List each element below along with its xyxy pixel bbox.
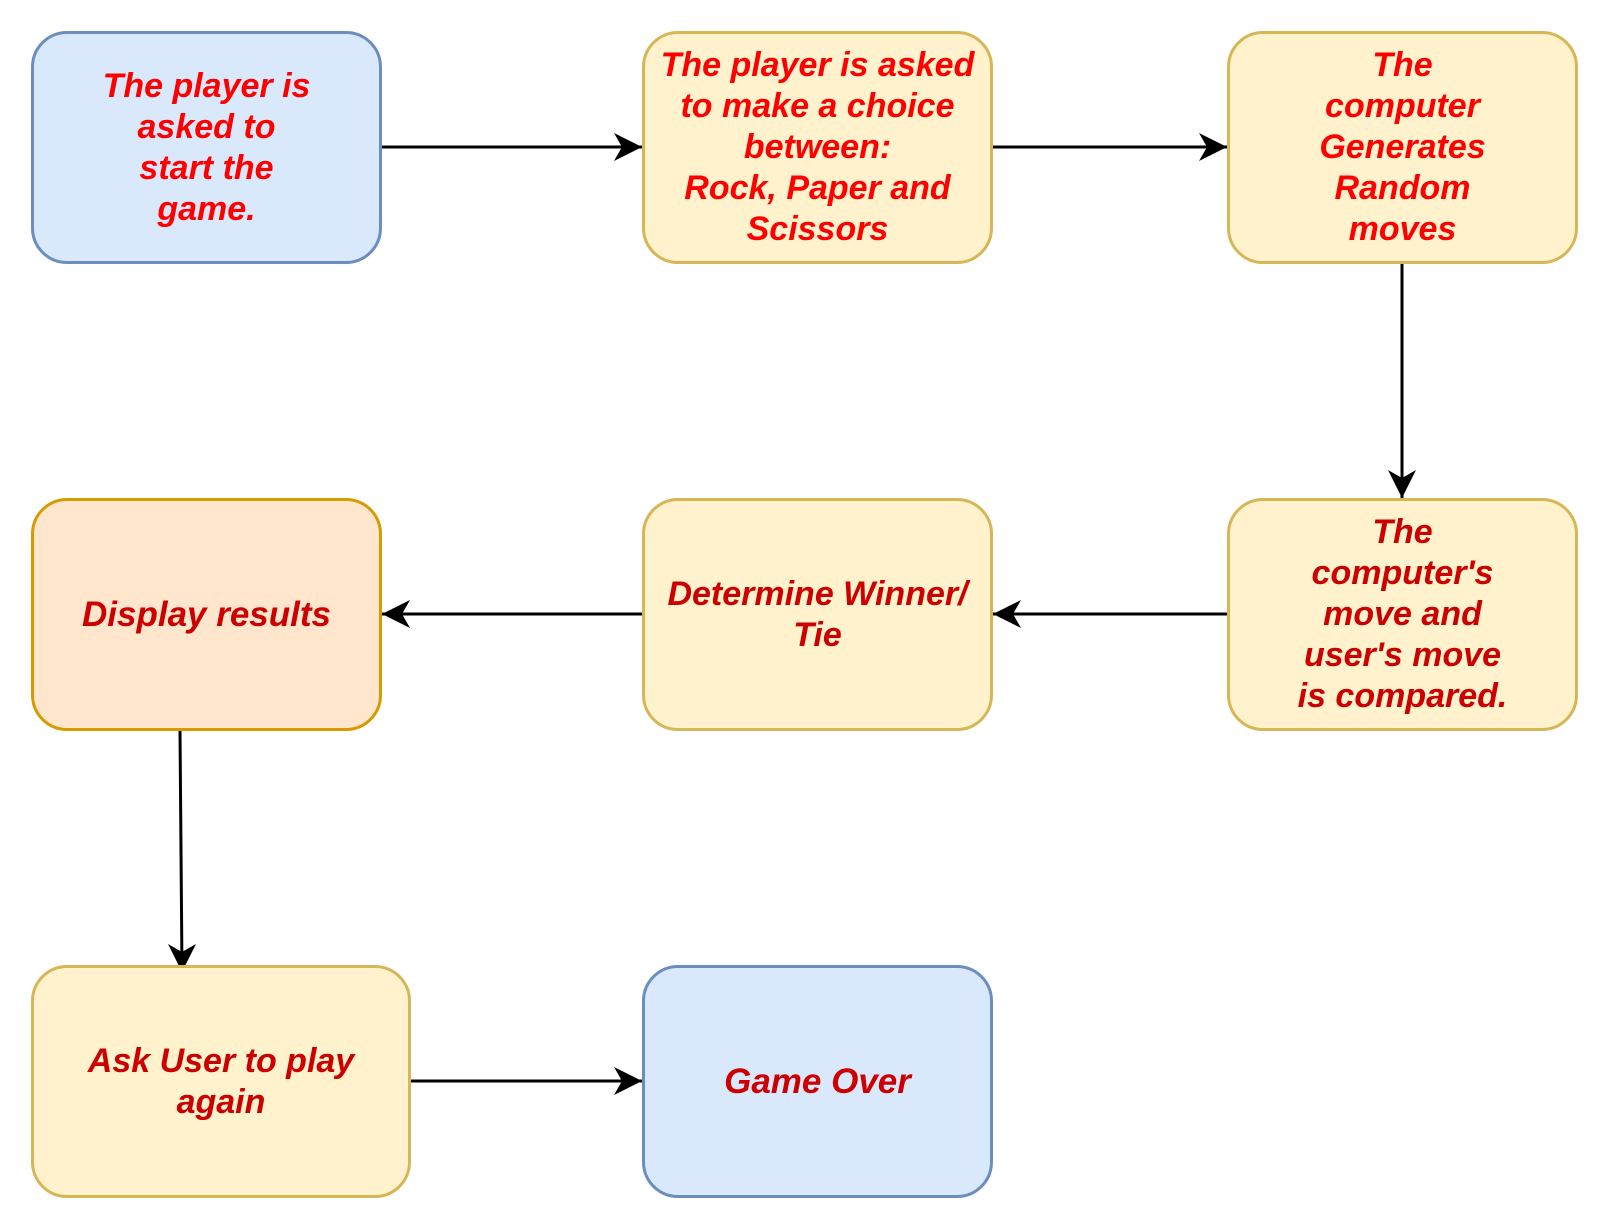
node-start-label: The player is asked to start the game. xyxy=(102,66,311,228)
node-start: The player is asked to start the game. xyxy=(31,31,382,264)
node-computer-move-label: The computer Generates Random moves xyxy=(1319,46,1486,248)
node-game-over: Game Over xyxy=(642,965,993,1198)
node-compare: The computer's move and user's move is c… xyxy=(1227,498,1578,731)
node-determine-label: Determine Winner/ Tie xyxy=(667,574,968,654)
node-display: Display results xyxy=(31,498,382,731)
arrowhead-choice-to-computer-move xyxy=(1199,133,1227,161)
arrowhead-determine-to-display xyxy=(382,600,410,628)
node-game-over-label: Game Over xyxy=(724,1062,911,1101)
arrow-display-to-ask-again xyxy=(178,730,184,971)
arrowhead-display-to-ask-again xyxy=(168,944,196,972)
node-choice: The player is asked to make a choice bet… xyxy=(642,31,993,264)
arrowhead-computer-move-to-compare xyxy=(1388,470,1416,498)
arrowhead-compare-to-determine xyxy=(993,600,1021,628)
arrowhead-ask-again-to-game-over xyxy=(614,1067,642,1095)
node-compare-label: The computer's move and user's move is c… xyxy=(1297,513,1508,715)
node-choice-label: The player is asked to make a choice bet… xyxy=(660,46,975,248)
node-ask-again-label: Ask User to play again xyxy=(87,1041,355,1121)
node-computer-move: The computer Generates Random moves xyxy=(1227,31,1578,264)
node-ask-again: Ask User to play again xyxy=(31,965,411,1198)
arrowhead-start-to-choice xyxy=(614,133,642,161)
node-determine: Determine Winner/ Tie xyxy=(642,498,993,731)
node-display-label: Display results xyxy=(82,595,331,634)
